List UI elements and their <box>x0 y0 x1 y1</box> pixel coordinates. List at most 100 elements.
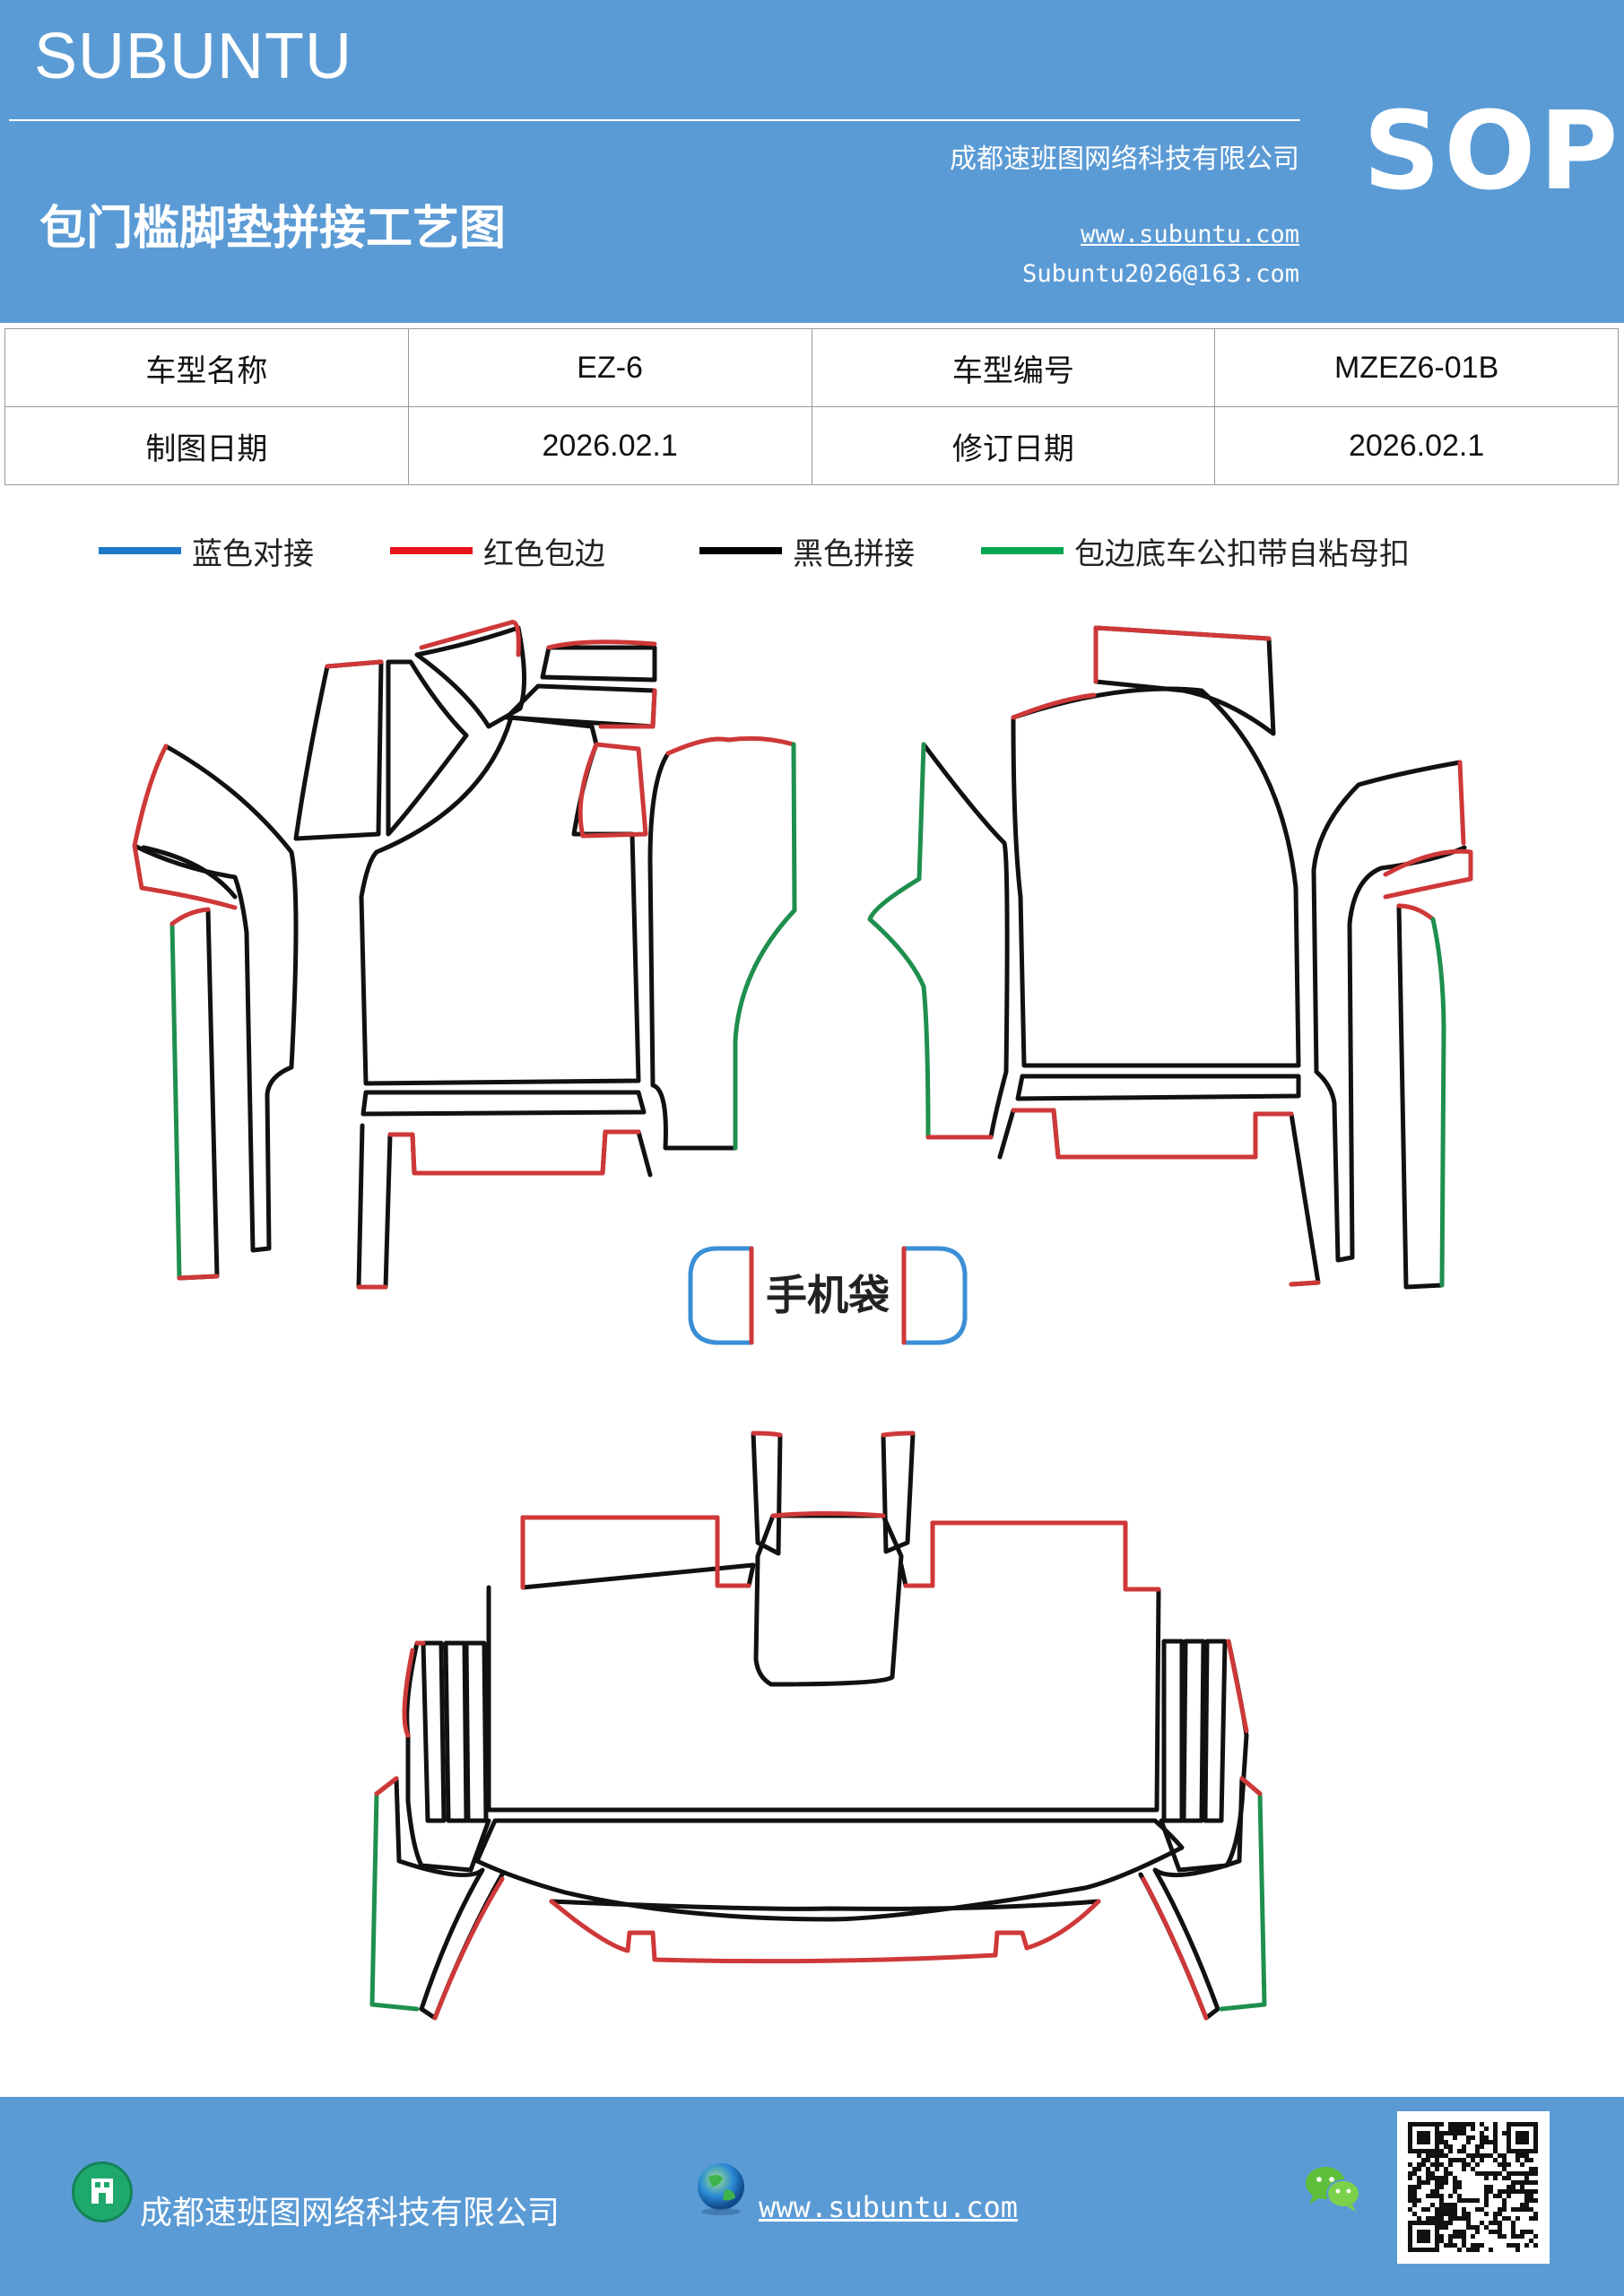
right-left-flap <box>921 742 1010 1140</box>
rear-right-slat-1 <box>1161 1639 1185 1823</box>
left-top-slant-red <box>419 620 521 657</box>
right-side-panel-red <box>1383 760 1473 900</box>
sop-badge: SOP <box>1363 90 1622 214</box>
header-website-link[interactable]: www.subuntu.com <box>1081 221 1299 248</box>
rear-top-tab-left-red <box>751 1431 783 1438</box>
right-mat-bar <box>1015 1074 1301 1101</box>
revise-date-label: 修订日期 <box>811 406 1216 485</box>
phone-pocket-left-blue <box>688 1246 754 1345</box>
legend-label: 红色包边 <box>483 535 605 572</box>
rear-center-block-red <box>770 1511 886 1518</box>
right-bottom-piece <box>997 1108 1321 1287</box>
right-left-flap-green <box>867 742 931 1140</box>
header-email[interactable]: Subuntu2026@163.com <box>1022 260 1299 288</box>
model-name-value: EZ-6 <box>407 328 812 407</box>
rear-left-slat-3 <box>464 1640 489 1823</box>
legend-label: 黑色拼接 <box>793 535 915 572</box>
right-top-cap <box>1093 625 1276 736</box>
right-main-mat-red <box>1011 692 1097 720</box>
rear-center-block <box>753 1513 904 1687</box>
phone-pocket-right-blue <box>901 1246 968 1345</box>
rear-mat-group <box>369 1431 1267 2021</box>
rear-bottom-rail <box>549 1899 1101 1911</box>
legend-swatch-black <box>699 547 782 554</box>
document-title: 包门槛脚垫拼接工艺图 <box>39 202 507 256</box>
left-main-mat <box>359 715 641 1086</box>
right-bottom-piece-red <box>1011 1108 1321 1287</box>
legend-swatch-green <box>981 547 1064 554</box>
left-top-slant <box>414 625 526 729</box>
right-mat-group <box>867 625 1473 1290</box>
top-small-strip-1 <box>540 645 657 683</box>
left-mat-bar <box>360 1090 647 1117</box>
rear-main-seat <box>486 1515 1161 1813</box>
left-tall-strip-red <box>325 659 384 669</box>
globe-icon <box>692 2160 750 2217</box>
left-inner-curve <box>141 845 238 900</box>
left-long-strip-red <box>169 907 220 1281</box>
rear-right-slat-3 <box>1203 1639 1228 1823</box>
left-main-mat-red <box>578 742 648 839</box>
rear-left-wing-red <box>374 1776 505 2021</box>
footer-website-link[interactable]: www.subuntu.com <box>759 2190 1018 2224</box>
legend-label: 蓝色对接 <box>192 535 314 572</box>
rear-right-slat-red <box>1226 1639 1249 1734</box>
top-small-strip-2-red <box>598 688 657 729</box>
left-long-strip <box>177 907 220 1281</box>
rear-top-tab-right <box>881 1431 916 1554</box>
legend-item-green: 包边底车公扣带自粘母扣 <box>981 533 1410 572</box>
legend-item-red: 红色包边 <box>390 533 605 572</box>
right-long-strip-red <box>1396 903 1436 922</box>
left-side-panel <box>132 744 299 1253</box>
left-mat-group <box>132 620 797 1290</box>
revise-date-value: 2026.02.1 <box>1214 406 1619 485</box>
rear-left-slat-outer <box>404 1640 491 1873</box>
left-mat-right-panel <box>647 751 738 1151</box>
left-mat-right-panel-green <box>733 742 797 1151</box>
left-tall-strip2 <box>386 659 469 837</box>
rear-right-slat-2 <box>1181 1639 1206 1823</box>
brand-logo-text: SUBUNTU <box>34 21 353 92</box>
left-tall-strip <box>293 659 384 841</box>
phone-pocket-label: 手机袋 <box>766 1271 890 1319</box>
building-icon <box>72 2161 133 2222</box>
rear-wide-bar <box>474 1818 1185 1922</box>
wechat-icon[interactable] <box>1302 2161 1365 2215</box>
header-company-name: 成都速班图网络科技有限公司 <box>950 144 1299 175</box>
model-code-label: 车型编号 <box>811 328 1216 407</box>
right-main-mat <box>1011 686 1301 1068</box>
rear-main-seat-red <box>520 1515 1161 1592</box>
table-row: 制图日期 2026.02.1 修订日期 2026.02.1 <box>4 406 1619 485</box>
legend-label: 包边底车公扣带自粘母扣 <box>1074 535 1410 572</box>
rear-left-wing <box>374 1776 505 2021</box>
header-banner <box>0 0 1624 323</box>
floor-mat-diagram: 手机袋 <box>132 620 1473 2021</box>
left-bottom-piece <box>356 1123 653 1290</box>
rear-right-wing-red <box>1141 1776 1263 2021</box>
legend-swatch-blue <box>99 547 181 554</box>
rear-left-slat-red <box>402 1640 426 1738</box>
rear-top-tab-left <box>751 1431 783 1556</box>
rear-right-wing-green <box>1219 1791 1267 2012</box>
footer-company-name: 成都速班图网络科技有限公司 <box>140 2195 560 2231</box>
legend-item-blue: 蓝色对接 <box>99 533 314 572</box>
model-code-value: MZEZ6-01B <box>1214 328 1619 407</box>
right-long-strip <box>1396 903 1445 1290</box>
left-long-strip-green <box>169 921 182 1281</box>
phone-pocket-group: 手机袋 <box>688 1246 968 1345</box>
vehicle-info-table: 车型名称 EZ-6 车型编号 MZEZ6-01B 制图日期 2026.02.1 … <box>4 328 1619 485</box>
rear-bottom-rail-red <box>549 1899 1101 1964</box>
rear-left-wing-green <box>369 1791 420 2012</box>
right-top-cap-red <box>1093 625 1272 684</box>
left-bottom-piece-red <box>356 1129 641 1290</box>
legend-item-black: 黑色拼接 <box>699 533 915 572</box>
draw-date-label: 制图日期 <box>4 406 409 485</box>
rear-left-slat-2 <box>443 1640 469 1823</box>
table-row: 车型名称 EZ-6 车型编号 MZEZ6-01B <box>4 328 1619 407</box>
legend-swatch-red <box>390 547 473 554</box>
top-small-strip-1-red <box>546 639 657 650</box>
qr-code[interactable] <box>1397 2111 1550 2264</box>
rear-left-slat-1 <box>421 1640 447 1823</box>
header-divider <box>9 119 1300 121</box>
right-side-panel <box>1311 760 1467 1263</box>
